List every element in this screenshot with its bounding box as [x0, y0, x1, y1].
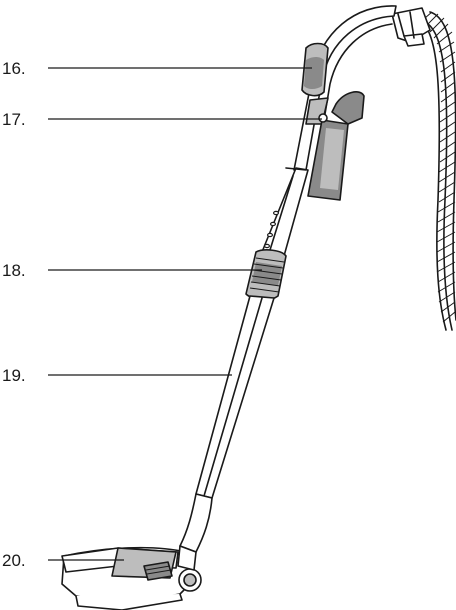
callout-labels: 16. 17. 18. 19. 20. — [2, 59, 26, 570]
upper-tube — [261, 167, 309, 257]
callout-label-19: 19. — [2, 366, 26, 385]
floor-nozzle — [61, 545, 202, 610]
adjustment-holes — [264, 210, 280, 249]
tube-neck — [179, 493, 213, 553]
telescopic-lock-ring — [245, 249, 287, 301]
hose — [413, 11, 456, 331]
hose-connector — [391, 7, 431, 47]
callout-label-16: 16. — [2, 59, 26, 78]
lower-tube — [195, 295, 275, 499]
crevice-nozzle-holder — [305, 91, 365, 201]
callout-label-17: 17. — [2, 110, 26, 129]
suction-regulator — [301, 42, 329, 97]
callout-label-20: 20. — [2, 551, 26, 570]
callout-label-18: 18. — [2, 261, 26, 280]
leader-lines — [48, 67, 322, 561]
